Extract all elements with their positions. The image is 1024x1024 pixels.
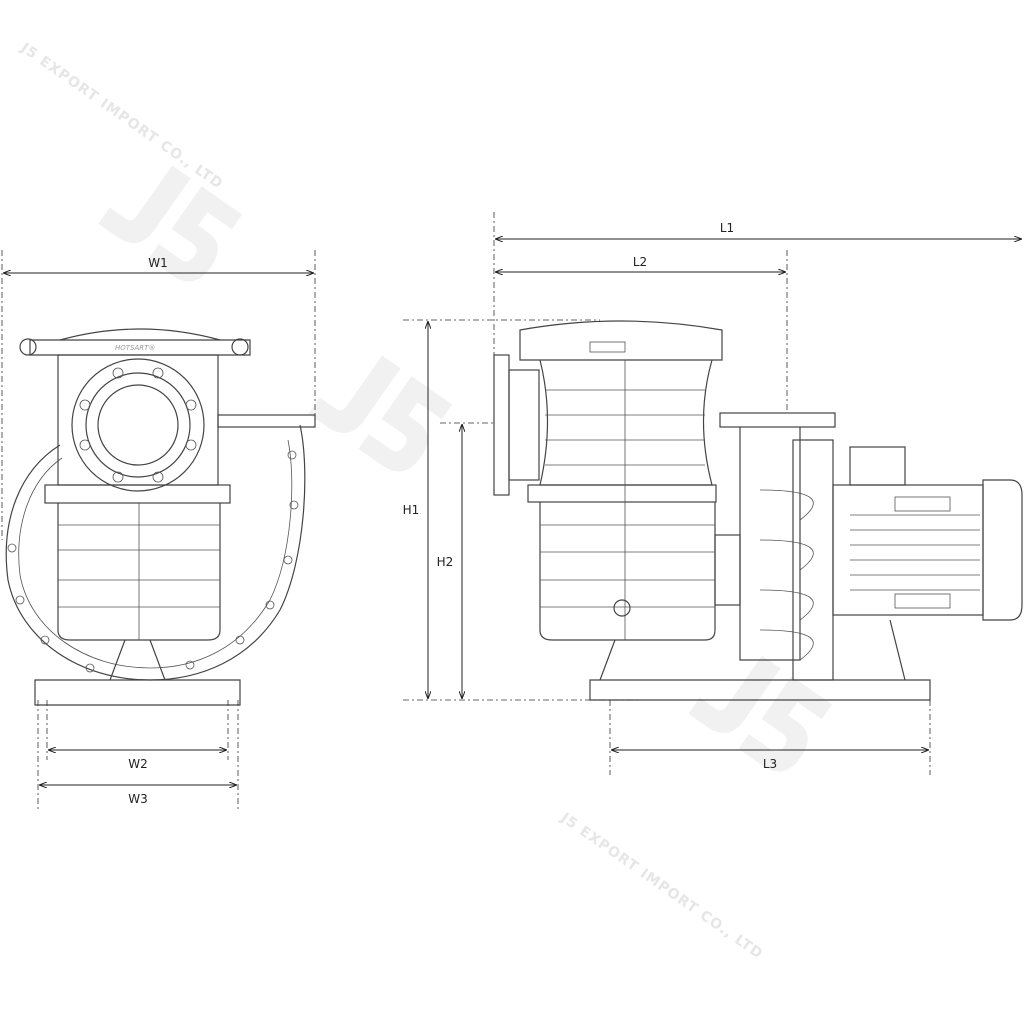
watermark-logo bbox=[308, 340, 456, 481]
label-l1: L1 bbox=[720, 221, 734, 235]
watermark-text: J5 EXPORT IMPORT CO., LTD bbox=[17, 40, 226, 193]
pump-side-view bbox=[493, 320, 1023, 701]
watermark-text: J5 EXPORT IMPORT CO., LTD bbox=[557, 810, 766, 963]
dimension-lines bbox=[3, 239, 1022, 785]
watermark: J5 EXPORT IMPORT CO., LTD J5 EXPORT IMPO… bbox=[17, 40, 836, 963]
label-l3: L3 bbox=[763, 757, 777, 771]
label-w2: W2 bbox=[128, 757, 148, 771]
label-h2: H2 bbox=[437, 555, 454, 569]
extension-lines bbox=[1, 212, 931, 810]
watermark-logo bbox=[98, 150, 246, 291]
label-w3: W3 bbox=[128, 792, 148, 806]
label-h1: H1 bbox=[403, 503, 420, 517]
brand-logo: HOTSART® bbox=[115, 344, 155, 352]
label-l2: L2 bbox=[633, 255, 647, 269]
pump-front-view: HOTSART® bbox=[5, 328, 316, 706]
label-w1: W1 bbox=[148, 256, 168, 270]
